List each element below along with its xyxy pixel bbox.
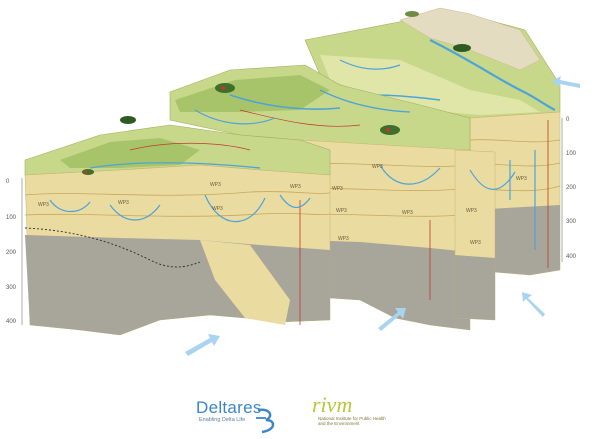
unit-label: WP3 bbox=[118, 200, 129, 206]
block-front bbox=[24, 109, 549, 336]
left-axis-tick-label: 300 bbox=[6, 285, 17, 291]
left-axis-tick-label: 0 bbox=[6, 179, 10, 185]
logo-bar bbox=[256, 408, 275, 434]
unit-label: WP3 bbox=[336, 208, 347, 214]
right-axis-tick-label: 200 bbox=[566, 185, 577, 191]
right-axis-tick-labels: 0 100 200 300 400 bbox=[566, 117, 577, 260]
unit-label: WP3 bbox=[470, 240, 481, 246]
unit-label: WP3 bbox=[402, 210, 413, 216]
left-axis-tick-label: 200 bbox=[6, 250, 17, 256]
groundwater-flow-arrows bbox=[49, 59, 536, 250]
unit-label: WP3 bbox=[212, 206, 223, 212]
right-axis-tick-label: 400 bbox=[566, 254, 577, 260]
unit-label: WP3 bbox=[516, 176, 527, 182]
deltares-logo-name: Deltares bbox=[196, 398, 262, 417]
right-axis-tick-label: 300 bbox=[566, 219, 577, 225]
unit-label: WP3 bbox=[372, 164, 383, 170]
unit-label: WP3 bbox=[466, 208, 477, 214]
unit-label: WP3 bbox=[338, 236, 349, 242]
inflow-arrow-icons bbox=[185, 76, 580, 356]
right-axis-tick-label: 100 bbox=[566, 151, 577, 157]
unit-label: WP3 bbox=[290, 184, 301, 190]
rivm-logo-name: rivm bbox=[312, 392, 353, 417]
unit-label: WP3 bbox=[38, 202, 49, 208]
unit-label: WP3 bbox=[210, 182, 221, 188]
unit-label: WP3 bbox=[332, 186, 343, 192]
tree-cluster-icons bbox=[82, 11, 471, 175]
rivm-logo-tagline: National Institute for Public Health and… bbox=[318, 416, 386, 426]
deltares-mark-icon bbox=[256, 408, 275, 434]
left-axis-tick-label: 400 bbox=[6, 319, 17, 325]
left-axis-tick-labels: 0 100 200 300 400 bbox=[6, 179, 17, 325]
deltares-logo-tagline: Enabling Delta Life bbox=[199, 417, 246, 423]
right-axis-tick-label: 0 bbox=[566, 117, 570, 123]
left-axis-tick-label: 100 bbox=[6, 215, 17, 221]
